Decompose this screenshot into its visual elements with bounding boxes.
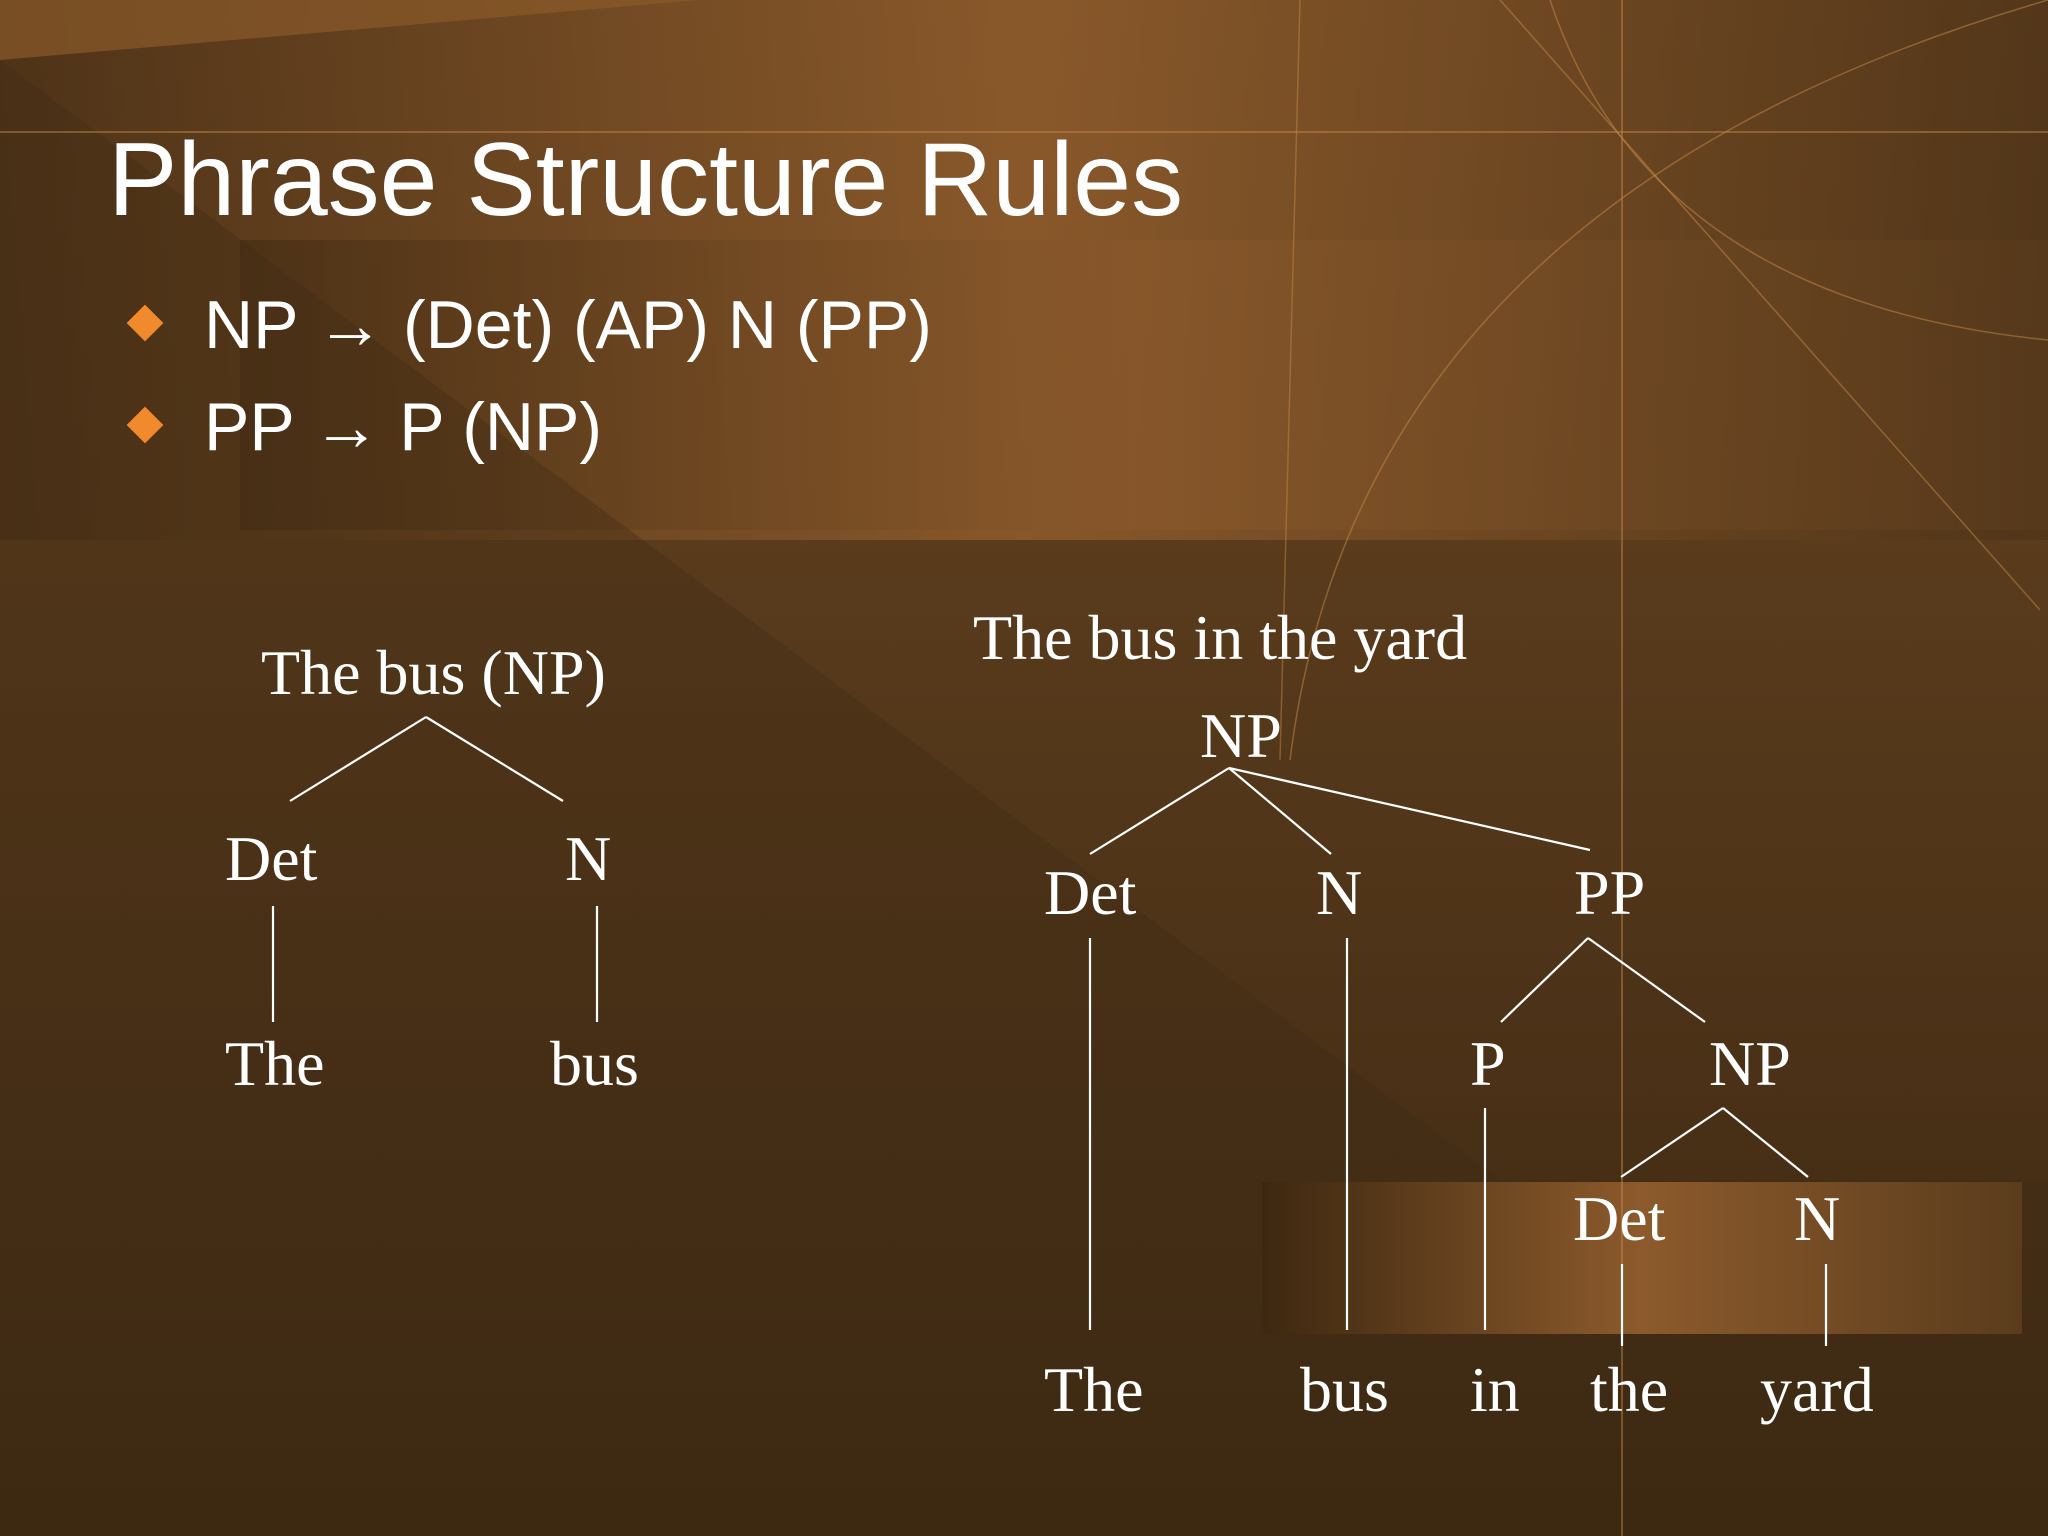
edge [1228, 767, 1332, 855]
edge [289, 716, 427, 802]
slide-title: Phrase Structure Rules [108, 122, 1184, 238]
edge [1620, 1107, 1724, 1178]
node-np: NP [1709, 1028, 1791, 1099]
edge [1089, 767, 1230, 855]
node-det: Det [1044, 857, 1137, 928]
edge [1228, 766, 1591, 852]
word-yard: yard [1760, 1354, 1874, 1425]
tree-right: The bus in the yard NP Det N PP P NP Det… [973, 602, 1874, 1425]
node-n: N [1316, 857, 1362, 928]
node-det: Det [225, 823, 318, 894]
node-p: P [1470, 1028, 1506, 1099]
tree-right-label: The bus in the yard [973, 602, 1467, 673]
edge [425, 716, 564, 802]
word-in: in [1470, 1354, 1520, 1425]
rule-text: PP → P (NP) [204, 389, 603, 465]
edge [1722, 1107, 1809, 1178]
word-the: The [1044, 1354, 1144, 1425]
node-det: Det [1573, 1183, 1666, 1254]
word-bus: bus [1300, 1354, 1389, 1425]
word-bus: bus [550, 1028, 639, 1099]
rule-text: NP → (Det) (AP) N (PP) [204, 287, 932, 363]
tree-left-label: The bus (NP) [261, 637, 606, 708]
word-the: The [225, 1028, 325, 1099]
edge [1587, 937, 1706, 1023]
edge [1500, 937, 1589, 1023]
tree-left: The bus (NP) Det N The bus [225, 637, 639, 1099]
node-n: N [565, 823, 611, 894]
word-the: the [1590, 1354, 1668, 1425]
node-pp: PP [1574, 857, 1645, 928]
node-np-root: NP [1200, 700, 1282, 771]
node-n: N [1794, 1183, 1840, 1254]
